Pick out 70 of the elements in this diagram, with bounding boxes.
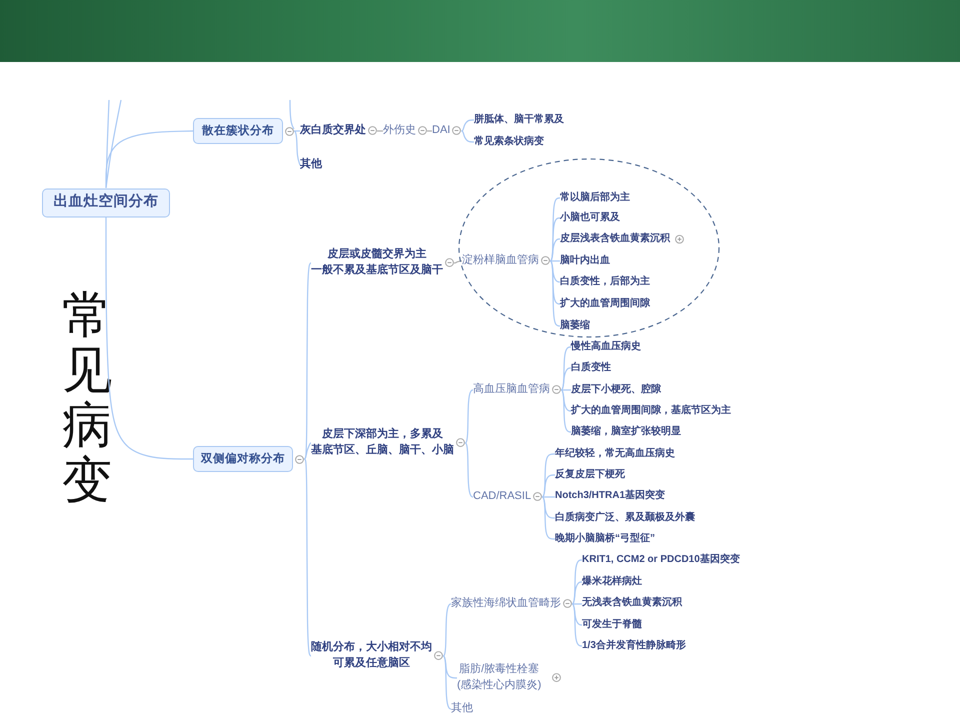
branch-connector (542, 496, 555, 540)
branch-connector (294, 130, 301, 166)
subtopic-label: CAD/RASIL (473, 489, 532, 504)
branch-connector (560, 389, 572, 433)
leaf-label: 反复皮层下梗死 (555, 468, 625, 482)
branch-connector (105, 217, 193, 460)
leaf-label: 常以脑后部为主 (560, 190, 630, 206)
leaf-label: 皮层浅表含铁血黄素沉积 (560, 232, 670, 246)
branch-connector (464, 442, 474, 498)
leaf-label: 皮层下小梗死、腔隙 (571, 382, 661, 398)
branch-connector (442, 603, 452, 657)
branch-connector (289, 100, 295, 130)
leaf-label: 晚期小脑脑桥“弓型征” (555, 532, 655, 546)
branch-label: 皮层或皮髓交界为主一般不累及基底节区及脑干 (311, 247, 443, 278)
branch-label: 随机分布，大小相对不均可累及任意脑区 (311, 640, 432, 671)
branch-connector (572, 603, 582, 647)
subtopic-label: 其他 (451, 701, 473, 717)
branch-label: 其他 (300, 157, 322, 173)
leaf-label: 白质变性 (571, 360, 611, 376)
leaf-label: 可发生于脊髓 (582, 618, 642, 632)
branch-connector (560, 389, 572, 412)
leaf-label: 小脑也可累及 (560, 210, 620, 226)
root-topic-box: 出血灶空间分布 (42, 188, 170, 217)
leaf-label: 1/3合并发育性静脉畸形 (582, 638, 686, 654)
branch-connector (442, 655, 457, 679)
branch-connector (572, 581, 582, 605)
branch-connector (550, 260, 560, 283)
branch-label: 灰白质交界处 (300, 123, 366, 138)
branch-connector (560, 367, 572, 391)
topic-box: 散在簇状分布 (193, 118, 283, 144)
branch-connector (572, 603, 582, 605)
leaf-label: 慢性高血压病史 (571, 340, 641, 354)
leaf-label: 扩大的血管周围间隙，基底节区为主 (571, 404, 731, 418)
subtopic-label: 淀粉样脑血管病 (462, 253, 539, 268)
branch-connector (304, 442, 312, 460)
branch-connector (461, 130, 474, 143)
leaf-label: 脑萎缩 (560, 318, 590, 334)
leaf-label: KRIT1, CCM2 or PDCD10基因突变 (582, 552, 740, 568)
subtopic-label: 脂肪/脓毒性栓塞(感染性心内膜炎) (457, 662, 542, 693)
leaf-label: 年纪较轻，常无高血压病史 (555, 446, 675, 462)
leaf-label: 白质变性，后部为主 (560, 274, 650, 290)
subtopic-label: 外伤史 (383, 123, 416, 138)
branch-connector (550, 260, 560, 327)
branch-connector (442, 655, 452, 710)
subtopic-label: 家族性海绵状血管畸形 (451, 596, 561, 612)
dashed-boundary-ellipse (458, 158, 720, 338)
branch-connector (542, 496, 555, 498)
subtopic-label: 高血压脑血管病 (473, 382, 550, 398)
leaf-label: 常见索条状病变 (474, 134, 544, 150)
branch-connector (304, 458, 312, 657)
slide-title: 常见病变 (62, 288, 112, 508)
leaf-label: 白质病变广泛、累及颞极及外囊 (555, 510, 695, 526)
leaf-label: 爆米花样病灶 (582, 574, 642, 590)
leaf-label: 无浅表含铁血黄素沉积 (582, 596, 682, 610)
branch-label: 皮层下深部为主，多累及基底节区、丘脑、脑干、小脑 (311, 427, 454, 458)
leaf-label: 脑萎缩，脑室扩张较明显 (571, 424, 681, 440)
branch-connector (561, 389, 571, 391)
branch-connector (550, 238, 560, 262)
branch-connector (572, 603, 582, 626)
leaf-label: 扩大的血管周围间隙 (560, 296, 650, 312)
leaf-label: Notch3/HTRA1基因突变 (555, 488, 666, 504)
topic-box: 双侧偏对称分布 (193, 446, 293, 472)
subtopic-label: DAI (432, 123, 450, 138)
branch-connector (464, 389, 474, 444)
leaf-label: 胼胝体、脑干常累及 (474, 112, 564, 128)
branch-connector (542, 474, 555, 498)
branch-connector (461, 119, 474, 132)
branch-connector (550, 260, 560, 262)
branch-connector (105, 100, 122, 188)
leaf-label: 脑叶内出血 (560, 254, 610, 268)
